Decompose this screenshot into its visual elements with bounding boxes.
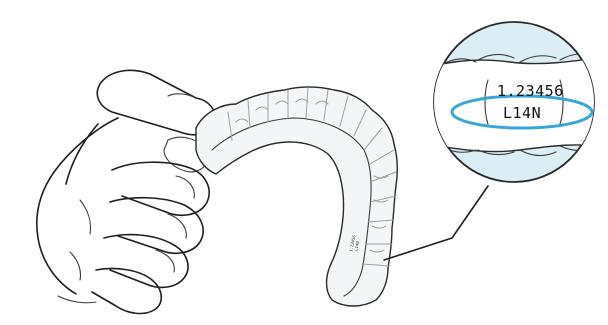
tray-engraving: 1.23456 L14N — [348, 234, 360, 252]
hand-icon — [35, 69, 216, 315]
engraved-tray-code: L14N — [353, 240, 360, 251]
callout-leader-line — [383, 185, 489, 261]
aligner-tray: 1.23456 L14N — [195, 86, 399, 307]
tray-code-label: L14N — [503, 104, 541, 122]
engraved-case-number: 1.23456 — [348, 234, 357, 252]
magnifier-icon: 1.23456 L14N — [433, 21, 595, 183]
tray-code-highlight — [450, 94, 594, 130]
case-number-label: 1.23456 — [497, 82, 564, 100]
